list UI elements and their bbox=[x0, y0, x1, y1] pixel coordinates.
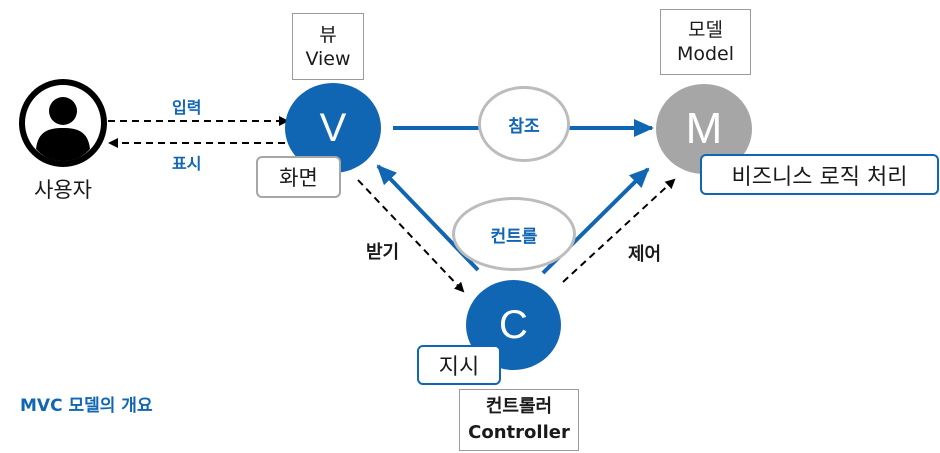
receive-arrow bbox=[357, 179, 465, 293]
controller-name-box: 컨트롤러 Controller bbox=[459, 389, 579, 451]
controller-name-en: Controller bbox=[468, 422, 570, 443]
model-name-en: Model bbox=[676, 43, 735, 65]
controller-letter: C bbox=[499, 302, 528, 347]
model-name-box: 모델 Model bbox=[660, 9, 751, 75]
view-name-en: View bbox=[305, 47, 351, 70]
instruct-box: 지시 bbox=[417, 345, 501, 385]
view-letter: V bbox=[319, 105, 347, 150]
view-name-box: 뷰 View bbox=[292, 13, 364, 80]
model-letter: M bbox=[685, 104, 723, 153]
display-label: 표시 bbox=[172, 154, 202, 173]
user-label: 사용자 bbox=[34, 178, 92, 202]
input-label: 입력 bbox=[172, 98, 202, 117]
view-name-ko: 뷰 bbox=[319, 23, 337, 46]
reference-oval: 참조 bbox=[478, 86, 570, 162]
user-icon bbox=[19, 79, 107, 167]
business-logic-box: 비즈니스 로직 처리 bbox=[700, 154, 939, 195]
diagram-caption: MVC 모델의 개요 bbox=[20, 396, 153, 416]
model-name-ko: 모델 bbox=[688, 19, 723, 41]
user-node bbox=[18, 78, 108, 168]
manage-label: 제어 bbox=[628, 244, 662, 265]
manage-arrow bbox=[562, 178, 676, 283]
control-oval: 컨트롤 bbox=[452, 197, 576, 271]
screen-box: 화면 bbox=[256, 156, 341, 198]
receive-label: 받기 bbox=[366, 242, 400, 263]
controller-name-ko: 컨트롤러 bbox=[485, 396, 553, 417]
